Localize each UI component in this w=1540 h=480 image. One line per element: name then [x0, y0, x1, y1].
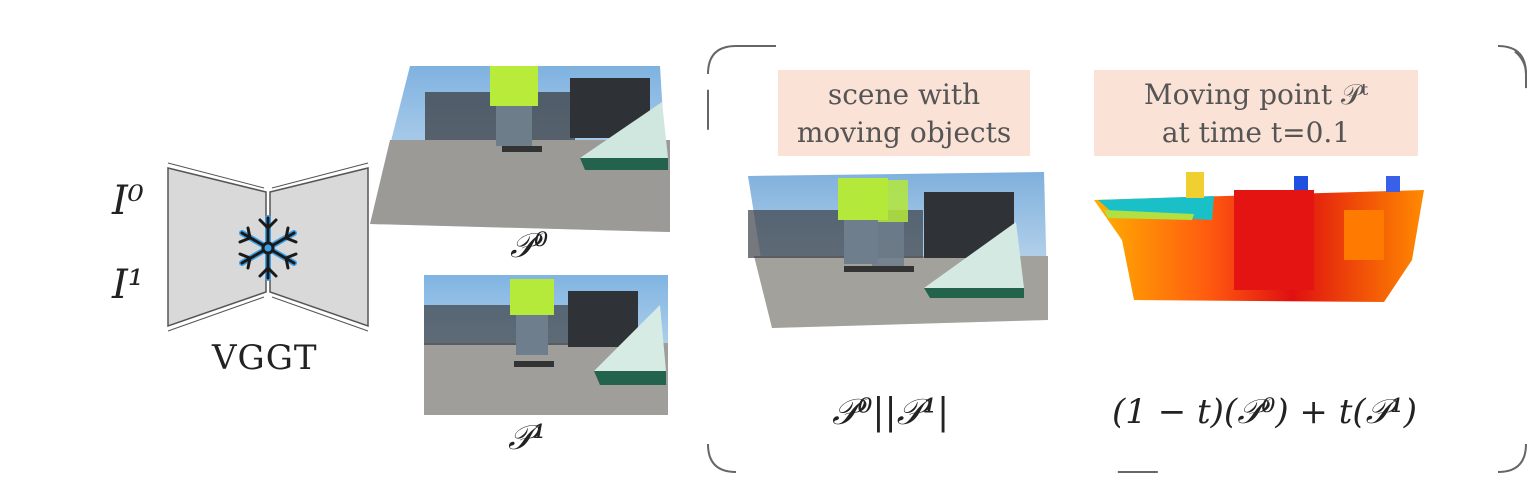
- vggt-model-diagram: [167, 162, 369, 332]
- pointmap-label-p1: 𝒫¹: [508, 418, 547, 458]
- caption-scene: scene with moving objects: [778, 70, 1030, 156]
- pointmap-label-p0: 𝒫⁰: [510, 226, 549, 266]
- input-frame-label: I¹: [112, 262, 144, 308]
- caption-line: at time t=0.1: [1161, 116, 1351, 149]
- moving-point-heatmap-render: [1094, 172, 1424, 302]
- caption-moving-point: Moving point 𝒫ᵗ at time t=0.1: [1094, 70, 1418, 156]
- equation-concat: 𝒫⁰||𝒫¹|: [832, 392, 950, 433]
- pointmap-render-p1: [424, 275, 668, 415]
- caption-line: Moving point 𝒫ᵗ: [1143, 78, 1369, 111]
- caption-line: moving objects: [796, 116, 1012, 149]
- caption-line: scene with: [827, 78, 981, 111]
- pointmap-render-p0: [370, 66, 670, 232]
- motion-panel-frame: [707, 45, 1527, 473]
- snowflake-icon: [238, 215, 298, 281]
- scene-moving-objects-render: [748, 172, 1048, 328]
- equation-interpolation: (1 − t)(𝒫⁰) + t(𝒫¹): [1112, 392, 1418, 432]
- decoder-trapezoid: [269, 167, 369, 328]
- model-label: VGGT: [212, 338, 318, 378]
- encoder-trapezoid: [167, 167, 267, 328]
- input-frame-label: I⁰: [112, 178, 144, 224]
